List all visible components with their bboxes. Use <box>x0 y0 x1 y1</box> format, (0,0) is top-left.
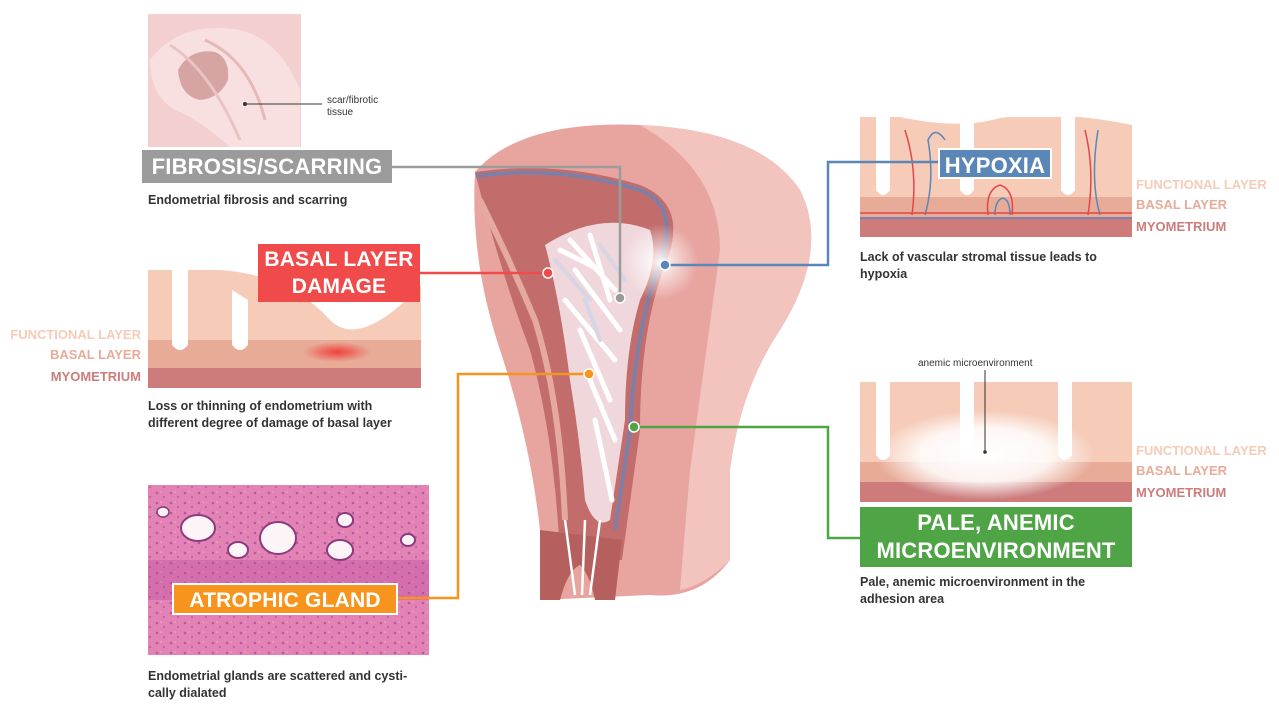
fibrosis-note: scar/fibrotic tissue <box>327 95 378 119</box>
pale-caption: Pale, anemic microenvironment in the adh… <box>860 574 1085 608</box>
basal-tag-line1: BASAL LAYER <box>258 246 420 273</box>
hypoxia-tag: HYPOXIA <box>938 148 1052 179</box>
atrophic-caption-line1: Endometrial glands are scattered and cys… <box>148 668 407 685</box>
fibrosis-tag: FIBROSIS/SCARRING <box>142 150 392 183</box>
uterus-illustration <box>474 125 811 600</box>
pale-caption-line1: Pale, anemic microenvironment in the <box>860 574 1085 591</box>
pale-anemic-panel <box>860 370 1132 502</box>
hypoxia-functional-layer-label: FUNCTIONAL LAYER <box>1136 177 1267 192</box>
hypoxia-caption-line2: hypoxia <box>860 266 1097 283</box>
fibrosis-note-line2: tissue <box>327 107 378 119</box>
basal-myometrium-label: MYOMETRIUM <box>51 369 141 384</box>
pale-myometrium-label: MYOMETRIUM <box>1136 485 1226 500</box>
fibrosis-caption: Endometrial fibrosis and scarring <box>148 192 347 209</box>
basal-basal-layer-label: BASAL LAYER <box>50 347 141 362</box>
hypoxia-caption-line1: Lack of vascular stromal tissue leads to <box>860 249 1097 266</box>
pale-basal-layer-label: BASAL LAYER <box>1136 463 1227 478</box>
hypoxia-myometrium-label: MYOMETRIUM <box>1136 219 1226 234</box>
basal-caption-line2: different degree of damage of basal laye… <box>148 415 392 432</box>
pale-functional-layer-label: FUNCTIONAL LAYER <box>1136 443 1267 458</box>
hypoxia-basal-layer-label: BASAL LAYER <box>1136 197 1227 212</box>
basal-caption: Loss or thinning of endometrium with dif… <box>148 398 392 432</box>
pale-anemic-tag: PALE, ANEMIC MICROENVIRONMENT <box>860 507 1132 567</box>
pale-tag-line2: MICROENVIRONMENT <box>860 537 1132 565</box>
basal-layer-tag: BASAL LAYER DAMAGE <box>258 244 420 302</box>
hypoxia-caption: Lack of vascular stromal tissue leads to… <box>860 249 1097 283</box>
atrophic-caption-line2: cally dialated <box>148 685 407 702</box>
fibrosis-thumbnail <box>148 14 322 147</box>
basal-tag-line2: DAMAGE <box>258 273 420 300</box>
pale-note: anemic microenvironment <box>918 358 1033 370</box>
fibrosis-note-line1: scar/fibrotic <box>327 95 378 107</box>
basal-caption-line1: Loss or thinning of endometrium with <box>148 398 392 415</box>
pale-tag-line1: PALE, ANEMIC <box>860 509 1132 537</box>
atrophic-gland-tag: ATROPHIC GLAND <box>172 583 398 615</box>
basal-functional-layer-label: FUNCTIONAL LAYER <box>10 327 141 342</box>
atrophic-caption: Endometrial glands are scattered and cys… <box>148 668 407 702</box>
atrophic-gland-histology <box>148 485 429 655</box>
pale-caption-line2: adhesion area <box>860 591 1085 608</box>
